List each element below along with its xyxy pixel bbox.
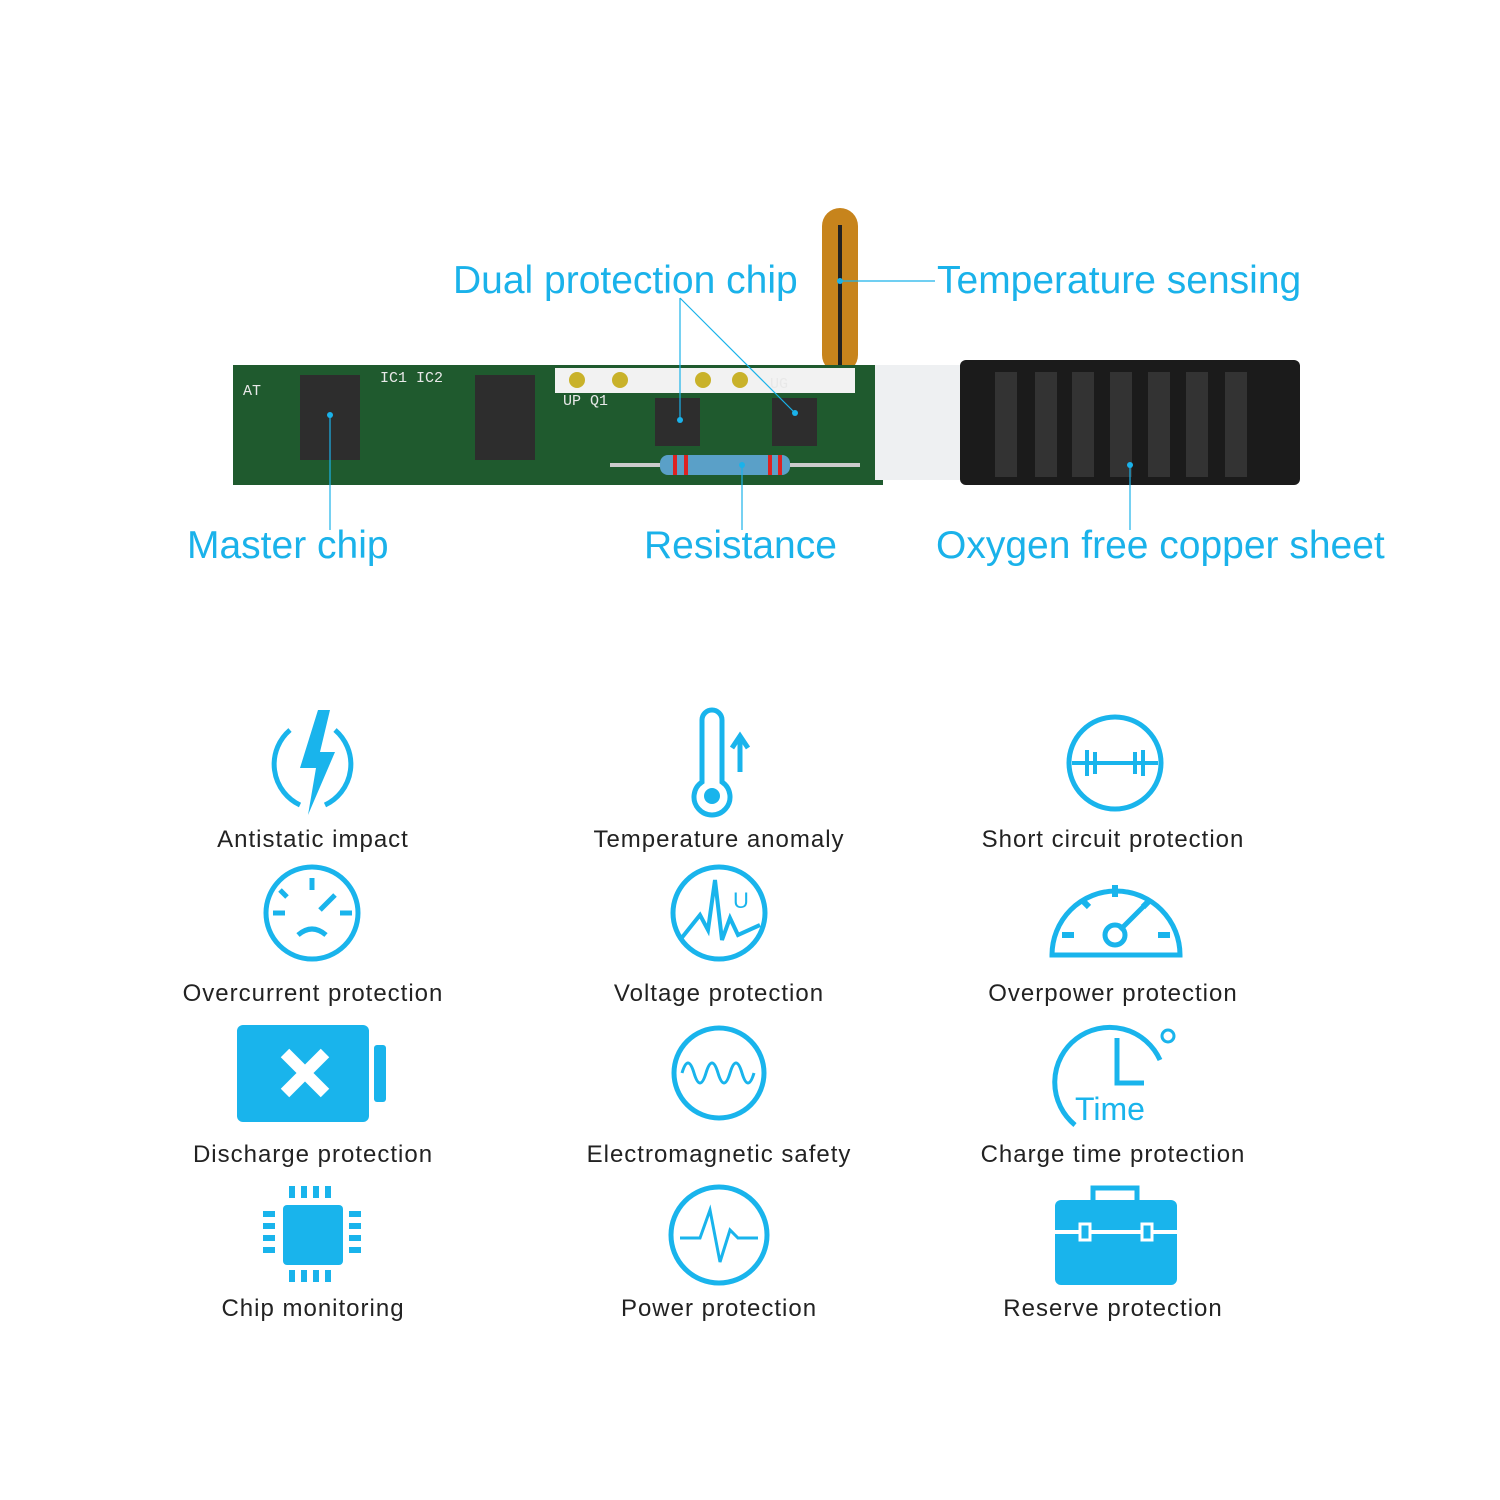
resistor bbox=[660, 455, 790, 475]
protection-chip bbox=[772, 398, 817, 446]
svg-text:IC1 IC2: IC1 IC2 bbox=[380, 370, 443, 387]
callout-resistance: Resistance bbox=[644, 524, 837, 567]
svg-text:UG: UG bbox=[770, 376, 788, 393]
feature-label: Short circuit protection bbox=[981, 826, 1245, 853]
pcb-illustration: AT IC1 IC2 UP Q1 UG bbox=[233, 208, 1300, 530]
svg-text:U: U bbox=[733, 888, 749, 913]
feature-label: Discharge protection bbox=[192, 1141, 434, 1168]
lightning-icon bbox=[271, 710, 354, 815]
feature-label: Electromagnetic safety bbox=[586, 1141, 852, 1168]
callout-dual-protection-chip: Dual protection chip bbox=[453, 259, 798, 302]
feature-label: Chip monitoring bbox=[221, 1295, 405, 1322]
feature-label: Temperature anomaly bbox=[593, 826, 845, 853]
feature-label: Overcurrent protection bbox=[182, 980, 444, 1007]
svg-text:Time: Time bbox=[1075, 1091, 1145, 1127]
callout-oxygen-free-copper-sheet: Oxygen free copper sheet bbox=[936, 524, 1385, 567]
coil-icon bbox=[671, 1025, 767, 1121]
thermometer-icon bbox=[691, 707, 751, 818]
feature-label: Voltage protection bbox=[613, 980, 825, 1007]
feature-label: Power protection bbox=[620, 1295, 818, 1322]
feature-label: Reserve protection bbox=[1003, 1295, 1223, 1322]
voltage-wave-icon: U bbox=[670, 864, 768, 962]
sad-gauge-icon bbox=[263, 864, 361, 962]
svg-text:UP Q1: UP Q1 bbox=[563, 393, 608, 410]
pulse-icon bbox=[668, 1184, 770, 1286]
callout-master-chip: Master chip bbox=[187, 524, 389, 567]
protection-chip bbox=[655, 398, 700, 446]
silk-at: AT bbox=[243, 383, 261, 400]
chip-icon bbox=[263, 1186, 361, 1282]
toolbox-icon bbox=[1055, 1185, 1177, 1285]
callout-temperature-sensing: Temperature sensing bbox=[937, 259, 1302, 302]
circuit-icon bbox=[1066, 714, 1164, 812]
battery-x-icon bbox=[237, 1025, 386, 1122]
feature-label: Charge time protection bbox=[980, 1141, 1246, 1168]
speedometer-icon bbox=[1049, 885, 1183, 958]
feature-label: Overpower protection bbox=[988, 980, 1238, 1007]
feature-label: Antistatic impact bbox=[217, 826, 409, 853]
clock-icon: Time bbox=[1052, 1024, 1176, 1127]
